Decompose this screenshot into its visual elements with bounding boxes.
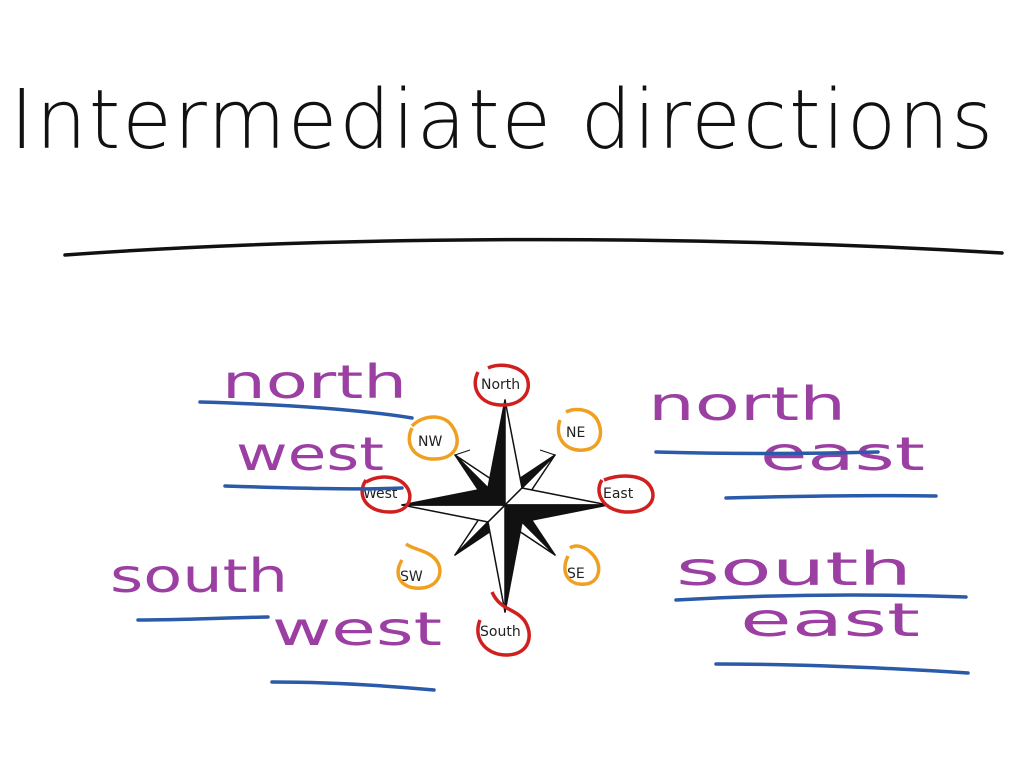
west-circle-mark: [360, 475, 412, 514]
south-circle-mark: [476, 591, 531, 657]
east-circle-mark: [597, 474, 655, 514]
underline-southeast-2: [714, 662, 970, 675]
cardinal-circles: [360, 363, 655, 657]
underline-northwest-1: [198, 400, 414, 420]
underline-northwest-2: [223, 484, 404, 491]
ne-circle-mark: [556, 407, 603, 452]
compass-label-se: SE: [567, 566, 585, 582]
compass-rose-icon: [401, 399, 609, 613]
sw-circle-mark: [396, 542, 442, 590]
northwest-word-1: north: [222, 355, 407, 409]
north-circle-mark: [473, 363, 530, 407]
compass-label-east: East: [603, 486, 634, 502]
underline-southwest-2: [270, 680, 436, 692]
direction-words: north west north east south west south e…: [110, 355, 925, 656]
northwest-word-2: west: [236, 427, 384, 481]
intermediate-circles: [396, 407, 603, 590]
compass-label-nw: NW: [418, 434, 442, 450]
northeast-word-1: north: [648, 377, 846, 431]
underline-southeast-1: [674, 593, 968, 602]
title-underline: [63, 237, 1004, 257]
underline-northeast-1: [654, 450, 880, 456]
compass-label-sw: SW: [400, 569, 423, 585]
page-title: Intermediate directions: [10, 73, 995, 168]
southwest-word-1: south: [110, 549, 288, 603]
underline-southwest-1: [136, 615, 270, 622]
underline-northeast-2: [724, 493, 938, 500]
southeast-word-1: south: [676, 542, 912, 596]
southeast-word-2: east: [740, 593, 920, 647]
compass-label-ne: NE: [566, 425, 585, 441]
compass-label-south: South: [480, 624, 521, 640]
southwest-word-2: west: [272, 602, 442, 656]
nw-circle-mark: [407, 415, 459, 461]
compass-label-north: North: [481, 377, 520, 393]
se-circle-mark: [563, 544, 601, 586]
blue-underlines: [136, 400, 970, 692]
